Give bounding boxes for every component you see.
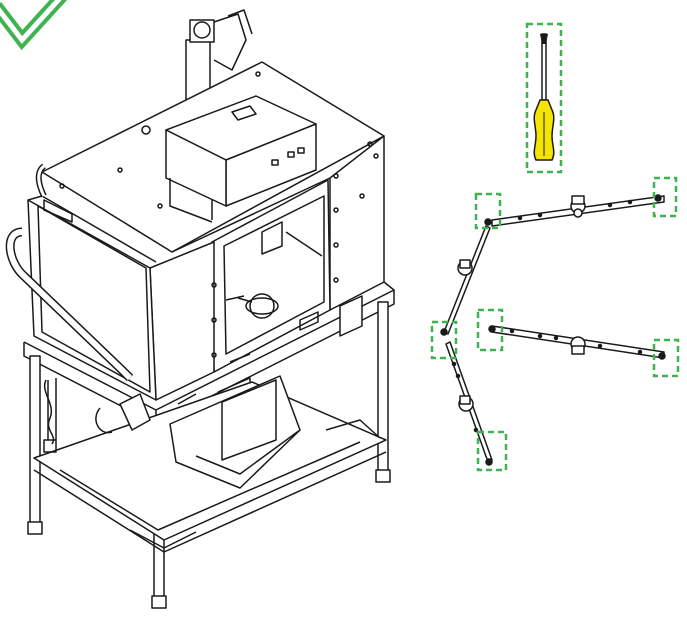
highlight-lower-arm-right-end: [652, 338, 680, 378]
highlight-lower-arm-left-end: [476, 308, 504, 352]
pump-motor: [43, 375, 301, 489]
wash-arms: [440, 194, 666, 466]
leg-front-left: [27, 355, 43, 535]
highlight-side-arm-top-end: [430, 320, 458, 360]
drain-hose: [5, 163, 134, 382]
side-wash-arm: [440, 225, 491, 336]
right-side-panel: [329, 135, 385, 311]
highlight-upper-arm-right-end: [652, 176, 678, 218]
upper-wash-arm: [484, 194, 665, 227]
control-box: [165, 95, 317, 223]
lower-frame: [23, 281, 395, 411]
highlight-bottom-arm-end: [476, 430, 508, 472]
leg-back-right: [375, 301, 391, 483]
lower-wash-arm: [488, 325, 666, 360]
highlight-upper-arm-left-end: [474, 192, 502, 230]
checkmark-icon: [0, 0, 67, 51]
dishwasher-machine: [5, 9, 395, 609]
hood-front: [149, 241, 215, 401]
endcap-highlight-boxes: [430, 176, 680, 472]
flathead-screwdriver-icon: [525, 22, 563, 174]
bottom-wash-arm: [445, 341, 493, 466]
